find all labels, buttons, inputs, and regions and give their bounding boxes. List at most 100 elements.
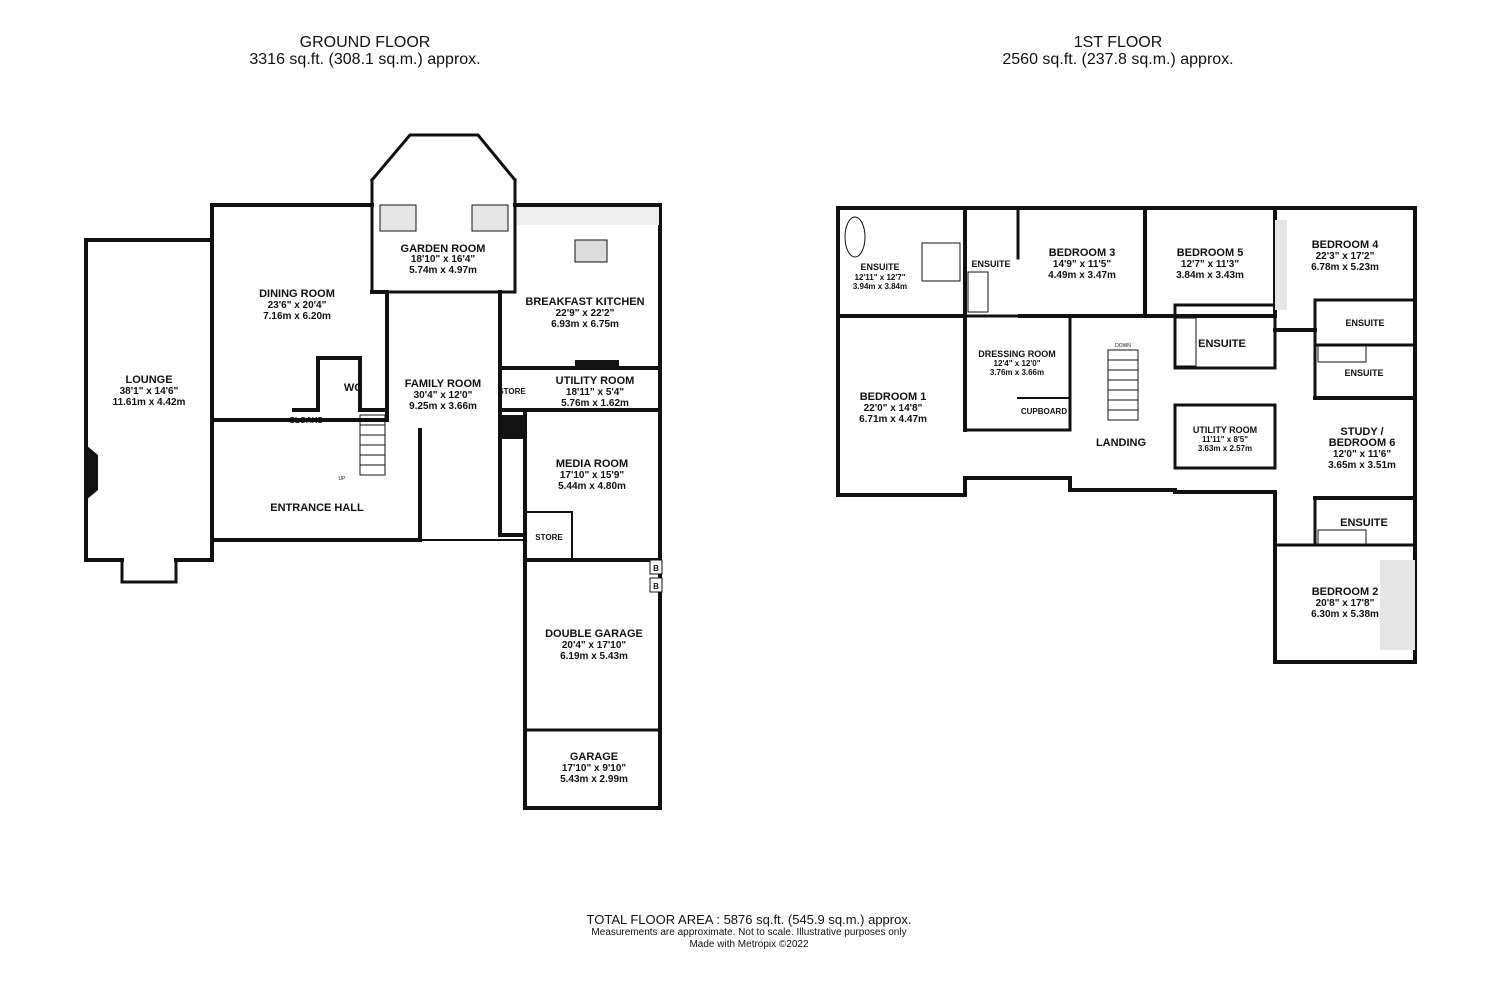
cupboard-name: CUPBOARD xyxy=(1021,407,1067,416)
lounge-dim-imperial: 38'1" x 14'6" xyxy=(120,386,179,397)
bedroom1-name: BEDROOM 1 xyxy=(860,391,927,403)
dressing-name: DRESSING ROOM xyxy=(978,349,1056,359)
bedroom1-dim-metric: 6.71m x 4.47m xyxy=(859,414,927,425)
garden-name: GARDEN ROOM xyxy=(401,243,486,255)
ensuite-main-dim-imperial: 12'11" x 12'7" xyxy=(855,273,906,282)
store-1-name: STORE xyxy=(498,387,526,396)
b2-wardrobe xyxy=(1380,560,1415,650)
study-name-line1: STUDY / xyxy=(1340,426,1383,438)
bedroom1-dim-imperial: 22'0" x 14'8" xyxy=(864,403,923,414)
lounge-dim-metric: 11.61m x 4.42m xyxy=(113,397,186,408)
ensuite-b6-name: ENSUITE xyxy=(1344,368,1383,378)
garden-dim-imperial: 18'10" x 16'4" xyxy=(411,254,476,265)
first-floor-title: 1ST FLOOR xyxy=(1073,34,1163,51)
dressing-dim-imperial: 12'4" x 12'0" xyxy=(994,359,1041,368)
shower-tray-icon xyxy=(921,242,961,282)
ground-floor-heading: GROUND FLOOR 3316 sq.ft. (308.1 sq.m.) a… xyxy=(205,34,525,68)
media-dim-metric: 5.44m x 4.80m xyxy=(558,481,626,492)
study-name-line2: BEDROOM 6 xyxy=(1329,437,1396,449)
utility-first-dim-imperial: 11'11" x 8'5" xyxy=(1202,435,1248,444)
skylight-right-icon xyxy=(471,204,509,232)
bedroom3-dim-imperial: 14'9" x 11'5" xyxy=(1053,259,1111,270)
bedroom4-dim-imperial: 22'3" x 17'2" xyxy=(1316,251,1375,262)
media-dim-imperial: 17'10" x 15'9" xyxy=(560,470,625,481)
entrance-hall-name: ENTRANCE HALL xyxy=(270,502,364,514)
media-name: MEDIA ROOM xyxy=(556,458,628,470)
b5-bath-icon xyxy=(1175,317,1197,367)
freestanding-bath-icon xyxy=(844,216,866,258)
garage-dim-imperial: 17'10" x 9'10" xyxy=(562,763,627,774)
stairs-down-label: DOWN xyxy=(1115,343,1131,349)
garage-name: GARAGE xyxy=(570,751,618,763)
ground-floor-title: GROUND FLOOR xyxy=(299,34,431,51)
ensuite-b2-name: ENSUITE xyxy=(1340,517,1388,529)
wc-name: WC xyxy=(344,382,362,394)
boiler-2-box xyxy=(649,577,663,593)
double-garage-dim-metric: 6.19m x 5.43m xyxy=(560,651,628,662)
b4-wardrobe xyxy=(1275,220,1287,310)
boiler-1-label: B xyxy=(653,564,659,573)
garden-dim-metric: 5.74m x 4.97m xyxy=(409,265,477,276)
ground-floor-area: 3316 sq.ft. (308.1 sq.m.) approx. xyxy=(249,51,481,68)
skylight-left-icon xyxy=(379,204,417,232)
chimney-block xyxy=(500,415,524,439)
made-with-note: Made with Metropix ©2022 xyxy=(689,939,809,950)
bedroom2-dim-imperial: 20'8" x 17'8" xyxy=(1316,598,1375,609)
dining-dim-metric: 7.16m x 6.20m xyxy=(263,311,331,322)
kitchen-dim-metric: 6.93m x 6.75m xyxy=(551,319,619,330)
store-2-name: STORE xyxy=(535,533,563,542)
kitchen-dim-imperial: 22'9" x 22'2" xyxy=(556,308,615,319)
ground-floor-walls xyxy=(84,133,662,810)
staircase-icon xyxy=(359,414,386,476)
double-garage-dim-imperial: 20'4" x 17'10" xyxy=(562,640,627,651)
first-floor-labels: ENSUITE 12'11" x 12'7" 3.94m x 3.84m ENS… xyxy=(853,239,1396,620)
stairs-up-label: UP xyxy=(339,476,347,482)
ensuite-b4-name: ENSUITE xyxy=(1345,318,1384,328)
total-floor-area: TOTAL FLOOR AREA : 5876 sq.ft. (545.9 sq… xyxy=(586,912,912,927)
boiler-2-label: B xyxy=(653,582,659,591)
staircase-down-icon xyxy=(1107,349,1139,421)
kitchen-counter xyxy=(517,207,659,225)
dining-dim-imperial: 23'6" x 20'4" xyxy=(268,300,327,311)
b2-bath-icon xyxy=(1317,529,1367,545)
family-dim-metric: 9.25m x 3.66m xyxy=(409,401,477,412)
garage-dim-metric: 5.43m x 2.99m xyxy=(560,774,628,785)
bedroom4-name: BEDROOM 4 xyxy=(1312,239,1380,251)
kitchen-island xyxy=(574,239,608,263)
landing-name: LANDING xyxy=(1096,437,1146,449)
ensuite-bath-icon xyxy=(967,271,989,313)
ensuite-small-name: ENSUITE xyxy=(971,259,1010,269)
ground-floor-fixtures xyxy=(86,204,663,593)
first-floor-walls xyxy=(836,206,1417,664)
utility-dim-imperial: 18'11" x 5'4" xyxy=(566,387,624,398)
utility-dim-metric: 5.76m x 1.62m xyxy=(561,398,629,409)
plan-footer: TOTAL FLOOR AREA : 5876 sq.ft. (545.9 sq… xyxy=(449,912,1049,951)
boiler-1-box xyxy=(649,559,663,575)
cloaks-name: CLOAKS xyxy=(289,416,323,425)
bedroom3-name: BEDROOM 3 xyxy=(1049,247,1116,259)
bedroom4-dim-metric: 6.78m x 5.23m xyxy=(1311,262,1379,273)
lounge-name: LOUNGE xyxy=(125,374,172,386)
study-dim-metric: 3.65m x 3.51m xyxy=(1328,460,1396,471)
dining-name: DINING ROOM xyxy=(259,288,335,300)
first-floor-heading: 1ST FLOOR 2560 sq.ft. (237.8 sq.m.) appr… xyxy=(958,34,1278,68)
bedroom2-name: BEDROOM 2 xyxy=(1312,586,1379,598)
disclaimer-note: Measurements are approximate. Not to sca… xyxy=(591,927,907,938)
bedroom5-name: BEDROOM 5 xyxy=(1177,247,1244,259)
utility-first-name: UTILITY ROOM xyxy=(1193,425,1257,435)
first-floor-fixtures xyxy=(844,216,1415,650)
ensuite-b5-name: ENSUITE xyxy=(1198,338,1246,350)
b6-bath-icon xyxy=(1317,345,1367,363)
range-cooker-icon xyxy=(575,360,619,368)
bedroom3-dim-metric: 4.49m x 3.47m xyxy=(1048,270,1116,281)
first-floor-area: 2560 sq.ft. (237.8 sq.m.) approx. xyxy=(1002,51,1234,68)
ground-floor-labels: LOUNGE 38'1" x 14'6" 11.61m x 4.42m DINI… xyxy=(113,243,660,785)
kitchen-name: BREAKFAST KITCHEN xyxy=(525,296,644,308)
bedroom2-dim-metric: 6.30m x 5.38m xyxy=(1311,609,1379,620)
utility-first-dim-metric: 3.63m x 2.57m xyxy=(1198,444,1252,453)
bedroom5-dim-imperial: 12'7" x 11'3" xyxy=(1181,259,1239,270)
utility-name: UTILITY ROOM xyxy=(556,375,635,387)
ensuite-main-name: ENSUITE xyxy=(860,262,899,272)
study-dim-imperial: 12'0" x 11'6" xyxy=(1333,449,1391,460)
